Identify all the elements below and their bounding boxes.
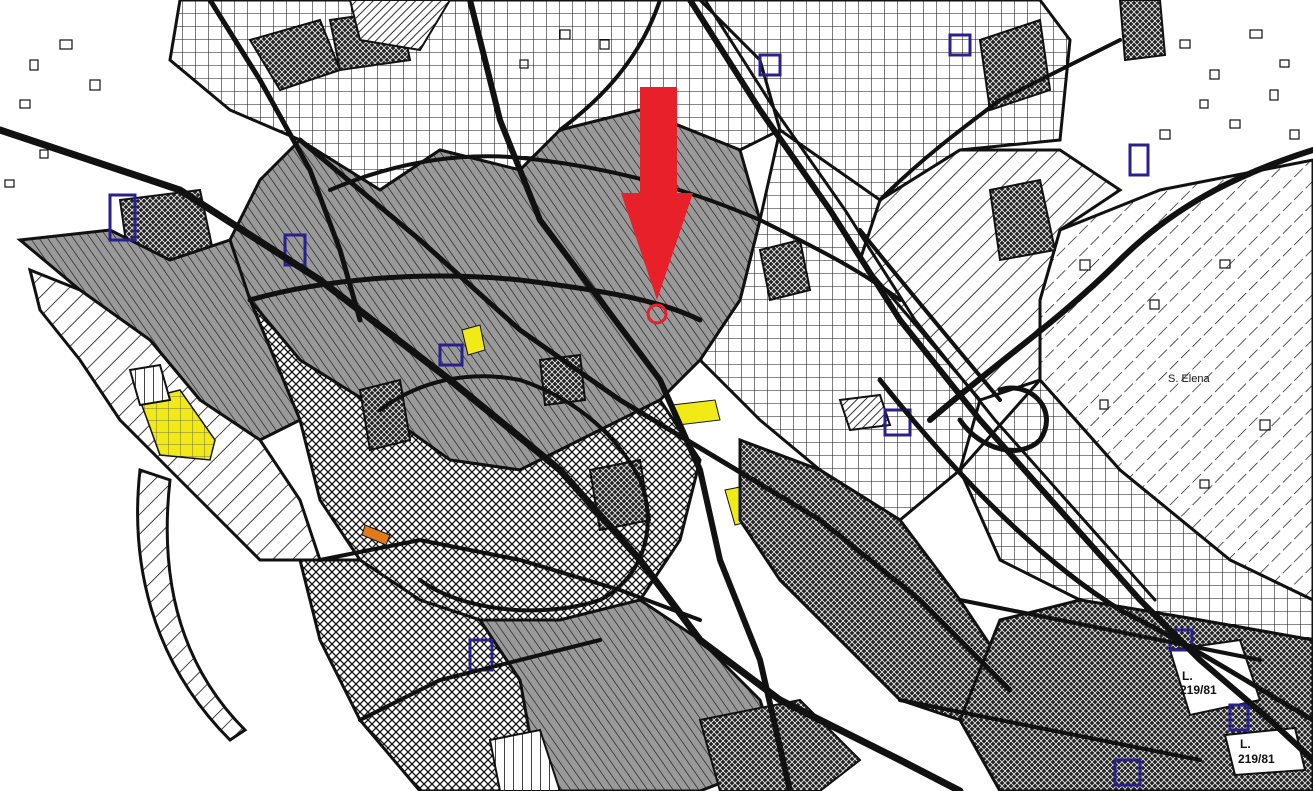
- map-labels: S. Elena L. 219/81 L. 219/81: [1168, 373, 1275, 766]
- law-reference-label-2b: 219/81: [1238, 752, 1275, 766]
- building-footprints: [4, 29, 1300, 489]
- law-reference-label-1a: L.: [1182, 669, 1193, 683]
- road-south-2[interactable]: [358, 638, 602, 722]
- road-center-ring[interactable]: [378, 374, 650, 613]
- road-southeast-1[interactable]: [958, 598, 1262, 662]
- blue-outline-2[interactable]: [438, 343, 464, 367]
- road-ne-1[interactable]: [878, 38, 1122, 202]
- road-east-lower[interactable]: [877, 377, 1313, 723]
- zone-diag-dense-nw[interactable]: [348, 0, 452, 52]
- yellow-area-center[interactable]: [461, 324, 486, 356]
- blue-outline-8[interactable]: [1228, 703, 1250, 732]
- road-east-ramp[interactable]: [858, 228, 1002, 402]
- yellow-area-west[interactable]: [139, 389, 216, 461]
- road-diagonal-central[interactable]: [297, 137, 1013, 693]
- road-interchange[interactable]: [957, 385, 1049, 453]
- zone-vertical-hatch-2[interactable]: [488, 728, 562, 791]
- place-name-label: S. Elena: [1168, 373, 1210, 385]
- blue-outline-1[interactable]: [108, 193, 137, 242]
- zone-diag-dense-east[interactable]: [838, 393, 892, 432]
- location-marker[interactable]: [621, 87, 693, 325]
- road-west-loop[interactable]: [247, 273, 703, 323]
- zone-dense-northeast-2[interactable]: [1118, 0, 1167, 62]
- blue-outline-11[interactable]: [948, 33, 972, 57]
- zone-dark-block-north[interactable]: [758, 238, 812, 302]
- road-south-1[interactable]: [318, 537, 702, 622]
- road-southeast-2[interactable]: [898, 698, 1202, 762]
- zone-white-parcel-se-2[interactable]: [1223, 726, 1307, 777]
- road-east-highway[interactable]: [927, 147, 1313, 423]
- zone-dense-center-west[interactable]: [248, 299, 702, 622]
- road-coastal[interactable]: [0, 126, 964, 791]
- zone-dense-northeast[interactable]: [978, 18, 1052, 112]
- zone-dark-block-1[interactable]: [588, 458, 652, 532]
- location-circle[interactable]: [646, 303, 668, 325]
- blue-outline-3[interactable]: [883, 408, 912, 437]
- blue-outlines: [108, 33, 1250, 787]
- road-north-south[interactable]: [467, 0, 793, 791]
- blue-outline-6[interactable]: [1128, 143, 1150, 177]
- road-north-curve[interactable]: [558, 0, 662, 132]
- zone-white-parcel-se[interactable]: [1168, 638, 1262, 717]
- location-arrow[interactable]: [621, 87, 693, 300]
- road-northwest[interactable]: [207, 0, 363, 323]
- road-railway-parallel[interactable]: [703, 0, 1157, 602]
- law-reference-label-2a: L.: [1240, 737, 1251, 751]
- zone-grid-southeast[interactable]: [958, 377, 1313, 642]
- road-railway[interactable]: [687, 0, 1313, 763]
- law-reference-label-1b: 219/81: [1180, 683, 1217, 697]
- blue-outline-9[interactable]: [1113, 758, 1142, 787]
- blue-outline-10[interactable]: [758, 53, 782, 77]
- zone-dark-block-2[interactable]: [358, 378, 412, 452]
- zone-vertical-hatch[interactable]: [128, 363, 172, 407]
- harbor-pier[interactable]: [136, 467, 248, 742]
- zone-dark-block-east[interactable]: [988, 178, 1057, 262]
